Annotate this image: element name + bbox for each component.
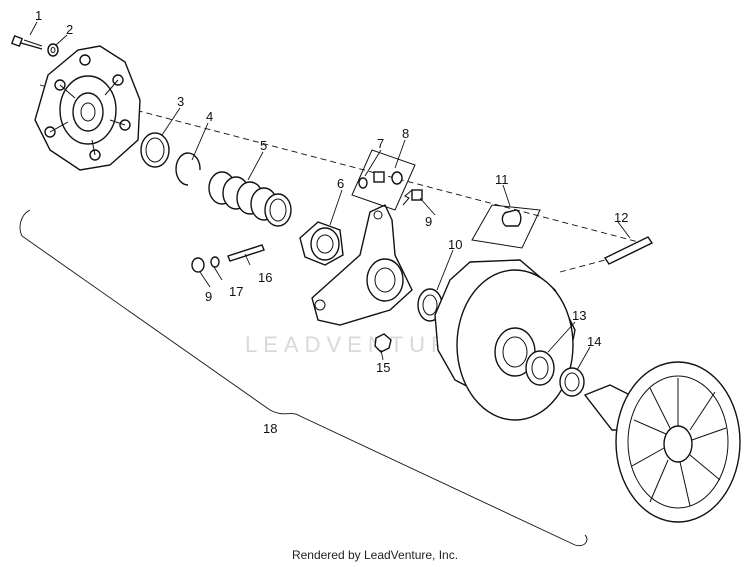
callout-9-upper: 9 bbox=[425, 214, 432, 229]
fixed-sheave bbox=[583, 361, 741, 523]
callout-labels: 1 2 3 4 5 6 7 8 9 10 11 12 13 14 15 16 1… bbox=[35, 8, 628, 436]
part-9-upper-nut bbox=[402, 189, 423, 206]
callout-6: 6 bbox=[337, 176, 344, 191]
part-11-clip bbox=[471, 204, 541, 249]
assembly-centerline bbox=[39, 84, 651, 246]
callout-14: 14 bbox=[587, 334, 601, 349]
spider-arm bbox=[311, 204, 413, 326]
callout-13: 13 bbox=[572, 308, 586, 323]
watermark: LEADVENTURE bbox=[245, 332, 474, 357]
part-16-pin bbox=[191, 244, 265, 273]
part-3-bushing bbox=[140, 132, 170, 168]
callout-8: 8 bbox=[402, 126, 409, 141]
movable-sheave bbox=[434, 259, 576, 421]
callout-11: 11 bbox=[495, 172, 509, 187]
callout-1: 1 bbox=[35, 8, 42, 23]
part-6-roller bbox=[299, 221, 344, 266]
callout-7: 7 bbox=[377, 136, 384, 151]
callout-16: 16 bbox=[258, 270, 272, 285]
part-5-spring bbox=[208, 171, 292, 227]
callout-10: 10 bbox=[448, 237, 462, 252]
callout-15: 15 bbox=[376, 360, 390, 375]
footer-credit: Rendered by LeadVenture, Inc. bbox=[291, 548, 459, 562]
callout-2: 2 bbox=[66, 22, 73, 37]
bracket-18 bbox=[19, 209, 588, 547]
part-14-ring bbox=[559, 367, 585, 397]
callout-3: 3 bbox=[177, 94, 184, 109]
callout-5: 5 bbox=[260, 138, 267, 153]
part-7-8-bracket bbox=[351, 149, 416, 211]
part-4-snap-ring bbox=[175, 152, 201, 186]
part-12-pin bbox=[559, 236, 654, 273]
callout-18: 18 bbox=[263, 421, 277, 436]
callout-4: 4 bbox=[206, 109, 213, 124]
part-1-bolt bbox=[10, 34, 43, 50]
leader-lines bbox=[29, 21, 631, 371]
callout-9-lower: 9 bbox=[205, 289, 212, 304]
callout-17: 17 bbox=[229, 284, 243, 299]
callout-12: 12 bbox=[614, 210, 628, 225]
part-15-nut bbox=[374, 333, 392, 353]
part-13-ring bbox=[525, 350, 555, 386]
cover-plate bbox=[34, 45, 141, 171]
part-2-nut bbox=[47, 43, 59, 57]
